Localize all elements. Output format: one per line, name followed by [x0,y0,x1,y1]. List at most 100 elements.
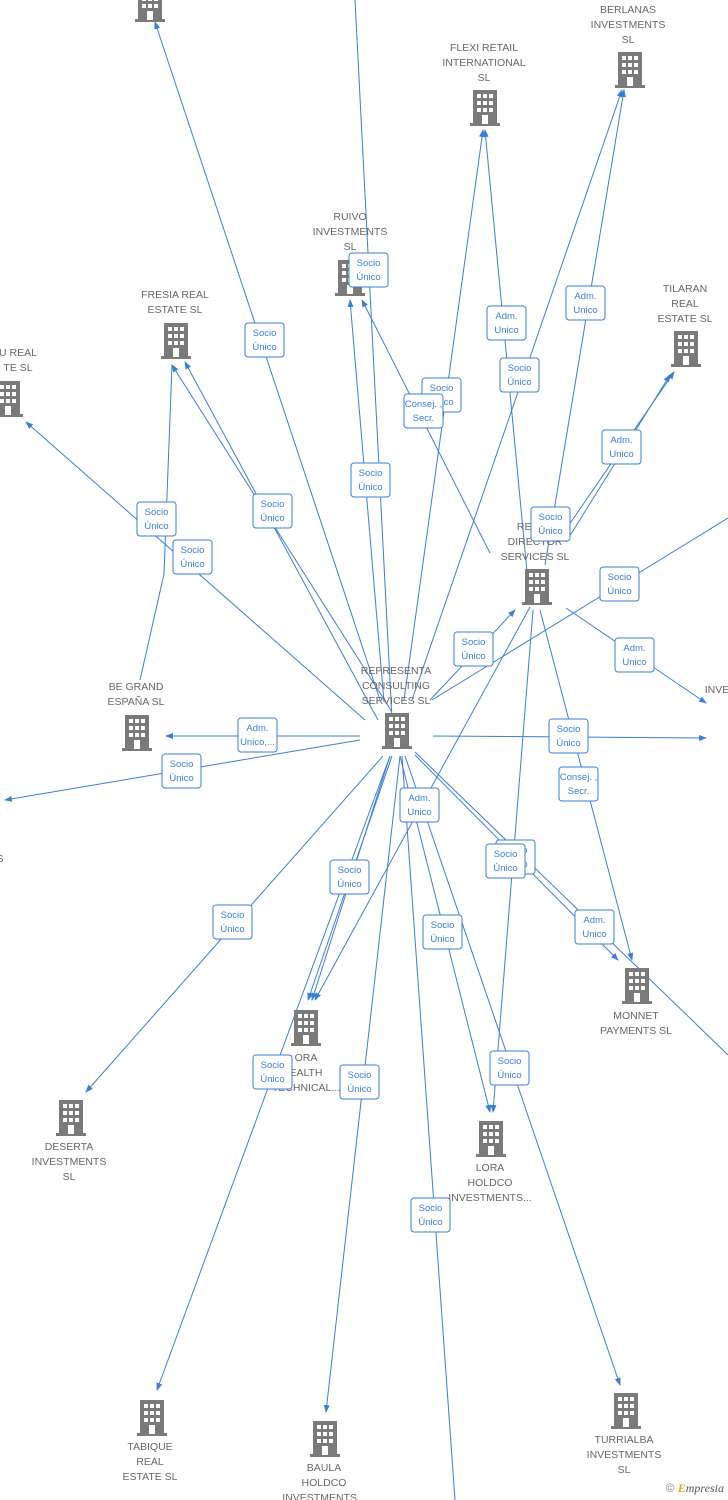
node-lora[interactable]: LORAHOLDCOINVESTMENTS... [448,1121,532,1204]
edge-label-text: Socio [170,759,194,770]
node-label: INVESTMENTS... [448,1192,531,1204]
edge-label-text: Único [430,934,454,945]
edge-label-box [565,285,606,321]
edge-label-box [486,305,527,341]
edge-labels-layer: SocioÚnicoSocioÚnicoSocioÚnicoAdm.UnicoS… [136,252,655,1233]
node-label: INVESTMENTS [313,226,388,238]
edge-label-text: Socio [348,1070,372,1081]
edge-line [414,751,728,1056]
edge-label-box [601,429,642,465]
edge-role-label[interactable]: Adm.Unico [574,909,615,945]
node-label: REPRESENTA [361,665,431,677]
edge-line [171,364,393,713]
building-icon [611,1393,641,1429]
edge-label-text: Único [260,1074,284,1085]
edge-label-text: Socio [430,383,454,394]
node-label: SL [478,72,491,84]
edge-line [154,21,381,701]
node-inve[interactable]: INVE [705,672,728,708]
node-label: INVESTMENTS [591,19,666,31]
building-icon [122,715,152,751]
edge-role-label[interactable]: Consej. ,Secr. [558,766,599,802]
building-icon [56,1100,86,1136]
edge-role-label[interactable]: Adm.Unico [565,285,606,321]
edge-role-label[interactable]: Adm.Unico [486,305,527,341]
edge-label-box [399,787,440,823]
edge-label-box [422,914,463,950]
edge-label-box [453,631,494,667]
edge-label-text: Adm. [495,311,517,322]
node-top[interactable] [135,0,165,22]
edge-label-text: Único [347,1084,371,1095]
edge-label-text: Único [461,651,485,662]
edge-role-label[interactable]: Adm.Unico [614,637,655,673]
edge-label-text: Unico [622,657,646,668]
building-icon [382,713,412,749]
empresia-logo: Empresia [677,1481,724,1495]
node-label: CONSULTING [362,680,430,692]
edge-label-box [329,859,370,895]
edge-role-label[interactable]: Adm.Unico,... [237,717,278,753]
node-baula[interactable]: BAULAHOLDCOINVESTMENTS... [282,1421,366,1500]
edge-label-box [410,1197,451,1233]
edge-label-text: Unico,... [240,737,275,748]
node-label: INVESTMENTS [32,1156,107,1168]
edge-label-text: Socio [261,1060,285,1071]
building-icon [135,0,165,22]
node-label: ESTATE SL [657,313,712,325]
node-label: ESPAÑA SL [107,695,164,708]
edge-label-text: Único [220,924,244,935]
edge-label-box [136,501,177,537]
building-icon [615,52,645,88]
edge-label-text: Unico [573,305,597,316]
edge-role-label[interactable]: Adm.Unico [601,429,642,465]
edge-label-text: Único [507,377,531,388]
edge-label-text: Único [418,1217,442,1228]
edge-label-text: Único [556,738,580,749]
edge-label-box [348,252,389,288]
edge-label-text: Unico [609,449,633,460]
edge-label-text: Socio [431,920,455,931]
edge-label-text: Socio [221,910,245,921]
edge-label-box [252,1054,293,1090]
edge-role-label[interactable]: Consej. ,Secr. [403,393,444,429]
node-label: ESTATE SL [147,304,202,316]
edge-label-text: Único [252,342,276,353]
node-label: TE SL [3,362,32,374]
edge-role-label[interactable]: Adm.Unico [399,787,440,823]
copyright-symbol: © [665,1481,675,1495]
node-leftS[interactable]: S [0,842,4,878]
